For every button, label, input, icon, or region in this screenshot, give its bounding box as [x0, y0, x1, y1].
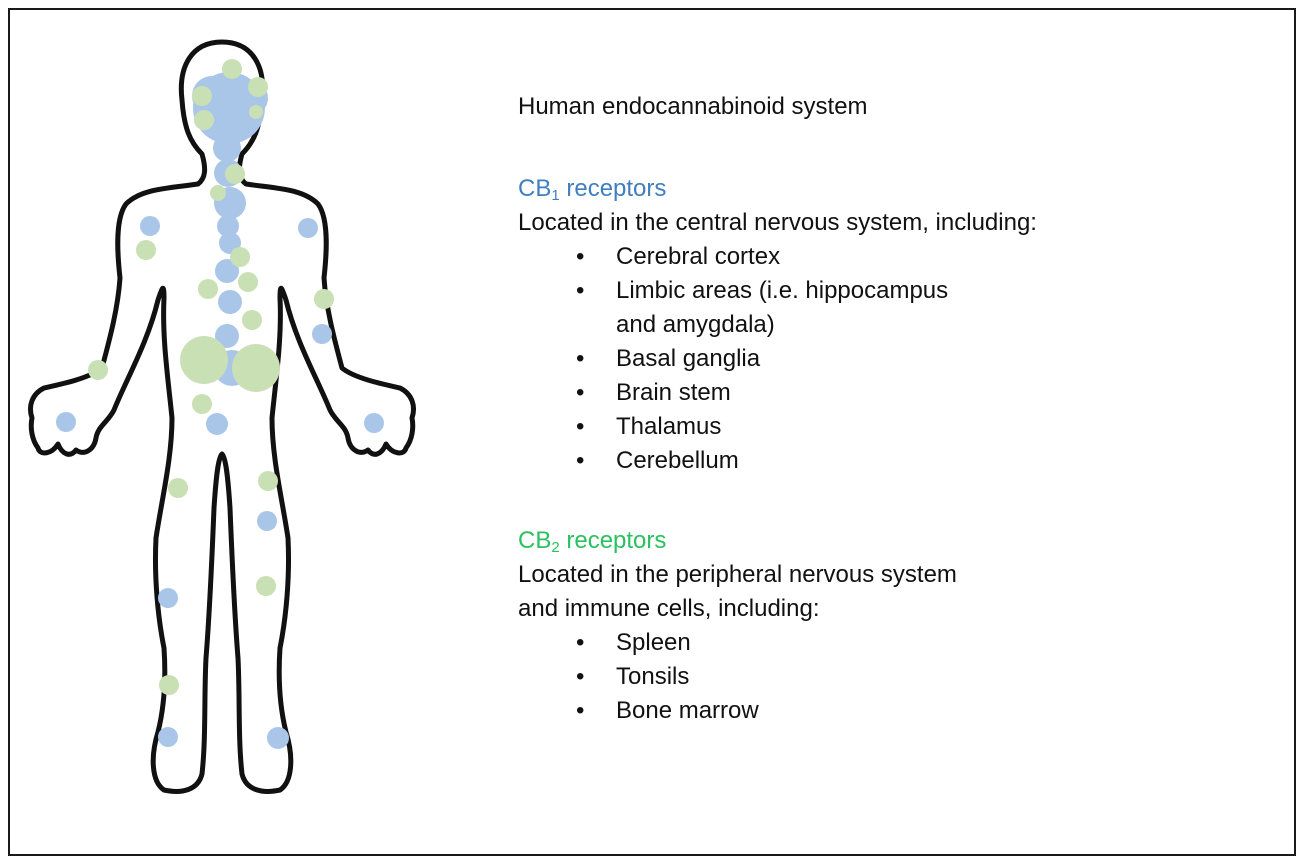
list-item: Bone marrow	[576, 694, 1258, 728]
cb1-description: Located in the central nervous system, i…	[518, 206, 1258, 240]
cb2-heading: CB2 receptors	[518, 524, 1258, 558]
cb2-dot	[230, 247, 250, 267]
cb2-description-line1: Located in the peripheral nervous system	[518, 558, 1258, 592]
cb2-dot	[194, 110, 214, 130]
cb2-dot	[198, 279, 218, 299]
cb2-dot	[192, 394, 212, 414]
list-item: Thalamus	[576, 410, 1258, 444]
cb2-dot	[222, 59, 242, 79]
list-item: Brain stem	[576, 376, 1258, 410]
cb1-dot	[56, 412, 76, 432]
cb2-section: CB2 receptors Located in the peripheral …	[518, 524, 1258, 728]
cb2-dot	[88, 360, 108, 380]
cb1-heading-prefix: CB	[518, 175, 551, 202]
cb1-dot	[312, 324, 332, 344]
cb1-dot	[213, 134, 241, 162]
legend-text: Human endocannabinoid system CB1 recepto…	[518, 90, 1258, 728]
cb2-heading-subscript: 2	[551, 539, 559, 556]
cb1-heading-suffix: receptors	[560, 175, 667, 202]
list-item: Tonsils	[576, 660, 1258, 694]
list-item: Cerebellum	[576, 444, 1258, 478]
cb1-dot	[364, 413, 384, 433]
cb1-dot	[140, 216, 160, 236]
cb2-dot	[168, 478, 188, 498]
cb2-dot	[180, 336, 228, 384]
cb2-dot	[136, 240, 156, 260]
cb2-list: Spleen Tonsils Bone marrow	[518, 626, 1258, 728]
body-illustration	[22, 38, 432, 798]
cb1-dot	[267, 727, 289, 749]
list-item: Limbic areas (i.e. hippocampus and amygd…	[576, 274, 986, 342]
cb2-dot	[256, 576, 276, 596]
cb1-heading-subscript: 1	[551, 187, 559, 204]
cb2-dot	[232, 344, 280, 392]
cb2-heading-suffix: receptors	[560, 527, 667, 554]
cb2-dot	[238, 272, 258, 292]
cb2-dot	[192, 86, 212, 106]
cb1-dot	[298, 218, 318, 238]
cb2-dot	[314, 289, 334, 309]
cb1-dot	[257, 511, 277, 531]
cb2-heading-prefix: CB	[518, 527, 551, 554]
list-item: Cerebral cortex	[576, 240, 1258, 274]
cb2-dot	[242, 310, 262, 330]
cb2-dot	[225, 164, 245, 184]
cb1-dot	[158, 727, 178, 747]
cb2-dot	[210, 185, 226, 201]
list-item: Spleen	[576, 626, 1258, 660]
cb2-dot	[159, 675, 179, 695]
cb2-description-line2: and immune cells, including:	[518, 592, 1258, 626]
cb2-dot	[249, 105, 263, 119]
diagram-title: Human endocannabinoid system	[518, 90, 1258, 124]
cb1-dot	[206, 413, 228, 435]
cb1-section: CB1 receptors Located in the central ner…	[518, 172, 1258, 478]
human-body-figure	[22, 38, 432, 798]
cb2-dot	[258, 471, 278, 491]
cb2-dot	[248, 77, 268, 97]
cb1-dot	[218, 290, 242, 314]
cb1-list: Cerebral cortex Limbic areas (i.e. hippo…	[518, 240, 1258, 478]
cb1-heading: CB1 receptors	[518, 172, 1258, 206]
list-item: Basal ganglia	[576, 342, 1258, 376]
cb1-dot	[158, 588, 178, 608]
